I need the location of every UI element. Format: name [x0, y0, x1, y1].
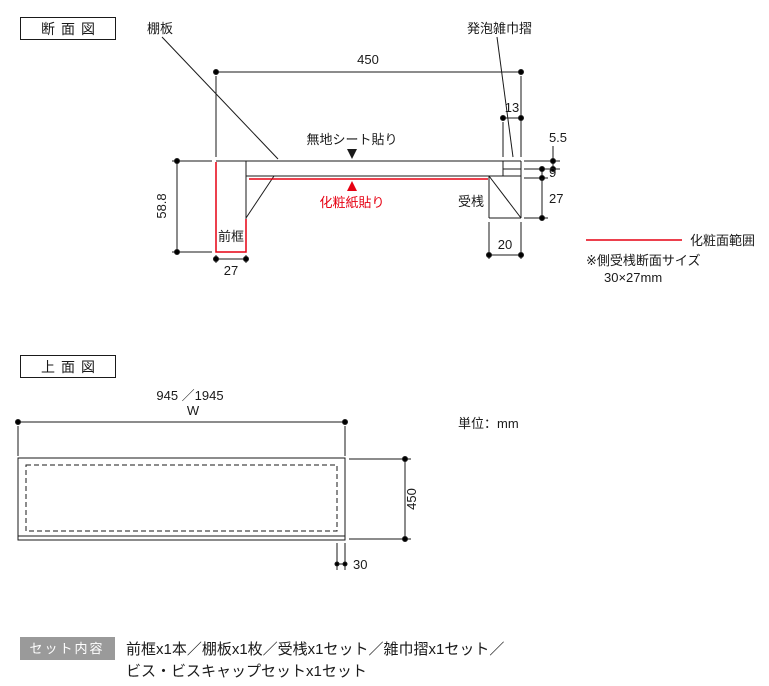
dim-frame-width-value: 27	[224, 263, 238, 278]
dim-edge-thickness-value: 9	[549, 165, 556, 180]
top-view-title-border	[20, 355, 116, 378]
dim-side-rail: 30	[334, 543, 367, 572]
shelf-board-label: 棚板	[147, 21, 173, 36]
dim-dot	[213, 256, 219, 262]
shelf-board-leader	[161, 36, 279, 160]
dim-dot	[15, 419, 21, 425]
dim-edge-thickness: 9	[524, 165, 556, 181]
decorative-range	[215, 162, 682, 253]
dim-dot	[539, 166, 545, 172]
top-view-title: 上面図	[41, 359, 101, 375]
dim-total-depth: 450	[213, 52, 524, 157]
unit-label: 単位：mm	[458, 416, 519, 431]
dim-dot	[213, 69, 219, 75]
foam-strip-leader	[496, 36, 514, 158]
legend-label: 化粧面範囲	[690, 233, 755, 248]
dim-dot	[243, 256, 249, 262]
dim-width-w: 945 ／1945 W	[15, 388, 348, 456]
decorative-paper-annotation: 化粧紙貼り	[319, 181, 385, 210]
top-view: 上面図 945 ／1945 W 単位：mm 450	[15, 355, 519, 572]
top-view-outline	[17, 457, 346, 541]
dim-strip-width: 13	[500, 100, 524, 157]
section-title-border	[20, 17, 116, 40]
set-contents: セット内容 前框x1本／棚板x1枚／受桟x1セット／雑巾摺x1セット／ ビス・ビ…	[20, 637, 504, 680]
dim-top-thickness-value: 5.5	[549, 130, 567, 145]
top-view-title-box: 上面図	[20, 355, 116, 378]
dim-dot	[550, 158, 556, 164]
up-arrow-icon	[347, 181, 357, 191]
set-contents-line-1: 前框x1本／棚板x1枚／受桟x1セット／雑巾摺x1セット／	[126, 640, 504, 658]
note-line-1: ※側受桟断面サイズ	[586, 253, 701, 268]
legend: 化粧面範囲 ※側受桟断面サイズ 30×27mm	[586, 233, 755, 285]
foam-strip-label: 発泡雑巾摺	[467, 21, 532, 36]
panel-outer-rect	[17, 457, 346, 541]
dim-dot	[550, 166, 556, 172]
panel-inner-dashed-rect	[25, 464, 338, 532]
dim-rail-height: 27	[524, 178, 563, 221]
dim-dot	[174, 158, 180, 164]
plain-sheet-label: 無地シート貼り	[306, 132, 397, 147]
width-values: 945 ／1945	[156, 388, 223, 403]
section-view: 断面図 棚板 発泡雑巾摺 450 13	[20, 17, 755, 285]
dim-frame-height: 58.8	[154, 158, 212, 255]
set-contents-title: セット内容	[29, 641, 104, 656]
down-arrow-icon	[347, 149, 357, 159]
frame-red-outline	[215, 162, 247, 253]
dim-dot	[518, 115, 524, 121]
section-title: 断面図	[41, 21, 101, 37]
dim-dot	[402, 456, 408, 462]
section-title-box: 断面図	[20, 17, 116, 40]
dim-depth: 450	[349, 456, 419, 542]
dim-frame-width: 27	[213, 255, 249, 278]
dim-dot	[174, 249, 180, 255]
dim-rail-width-value: 20	[498, 237, 512, 252]
set-contents-badge	[20, 637, 115, 660]
dim-dot	[500, 115, 506, 121]
set-contents-line-2: ビス・ビスキャップセットx1セット	[126, 663, 367, 680]
note-line-2: 30×27mm	[604, 270, 662, 285]
dim-dot	[334, 561, 340, 567]
dim-dot	[402, 536, 408, 542]
dim-frame-height-value: 58.8	[154, 193, 169, 218]
front-frame-label: 前框	[218, 229, 244, 244]
rail-diagonal	[488, 175, 522, 219]
dim-rail-width: 20	[486, 222, 524, 259]
width-symbol: W	[187, 403, 200, 418]
dim-total-depth-value: 450	[357, 52, 379, 67]
surface-annotations: 無地シート貼り 化粧紙貼り 受桟 前框	[218, 132, 484, 244]
dim-top-thickness: 5.5	[524, 130, 567, 172]
dim-depth-value: 450	[404, 488, 419, 510]
dim-dot	[518, 252, 524, 258]
dim-dot	[342, 561, 348, 567]
dim-side-rail-value: 30	[353, 557, 367, 572]
dim-strip-width-value: 13	[505, 100, 519, 115]
dim-dot	[518, 69, 524, 75]
part-labels: 棚板 発泡雑巾摺	[147, 21, 532, 160]
dim-dot	[486, 252, 492, 258]
support-rail-label: 受桟	[458, 194, 484, 209]
decorative-paper-label: 化粧紙貼り	[319, 195, 384, 210]
left-rail-diagonal	[245, 175, 275, 219]
dim-dot	[539, 215, 545, 221]
dim-rail-height-value: 27	[549, 191, 563, 206]
dim-dot	[342, 419, 348, 425]
